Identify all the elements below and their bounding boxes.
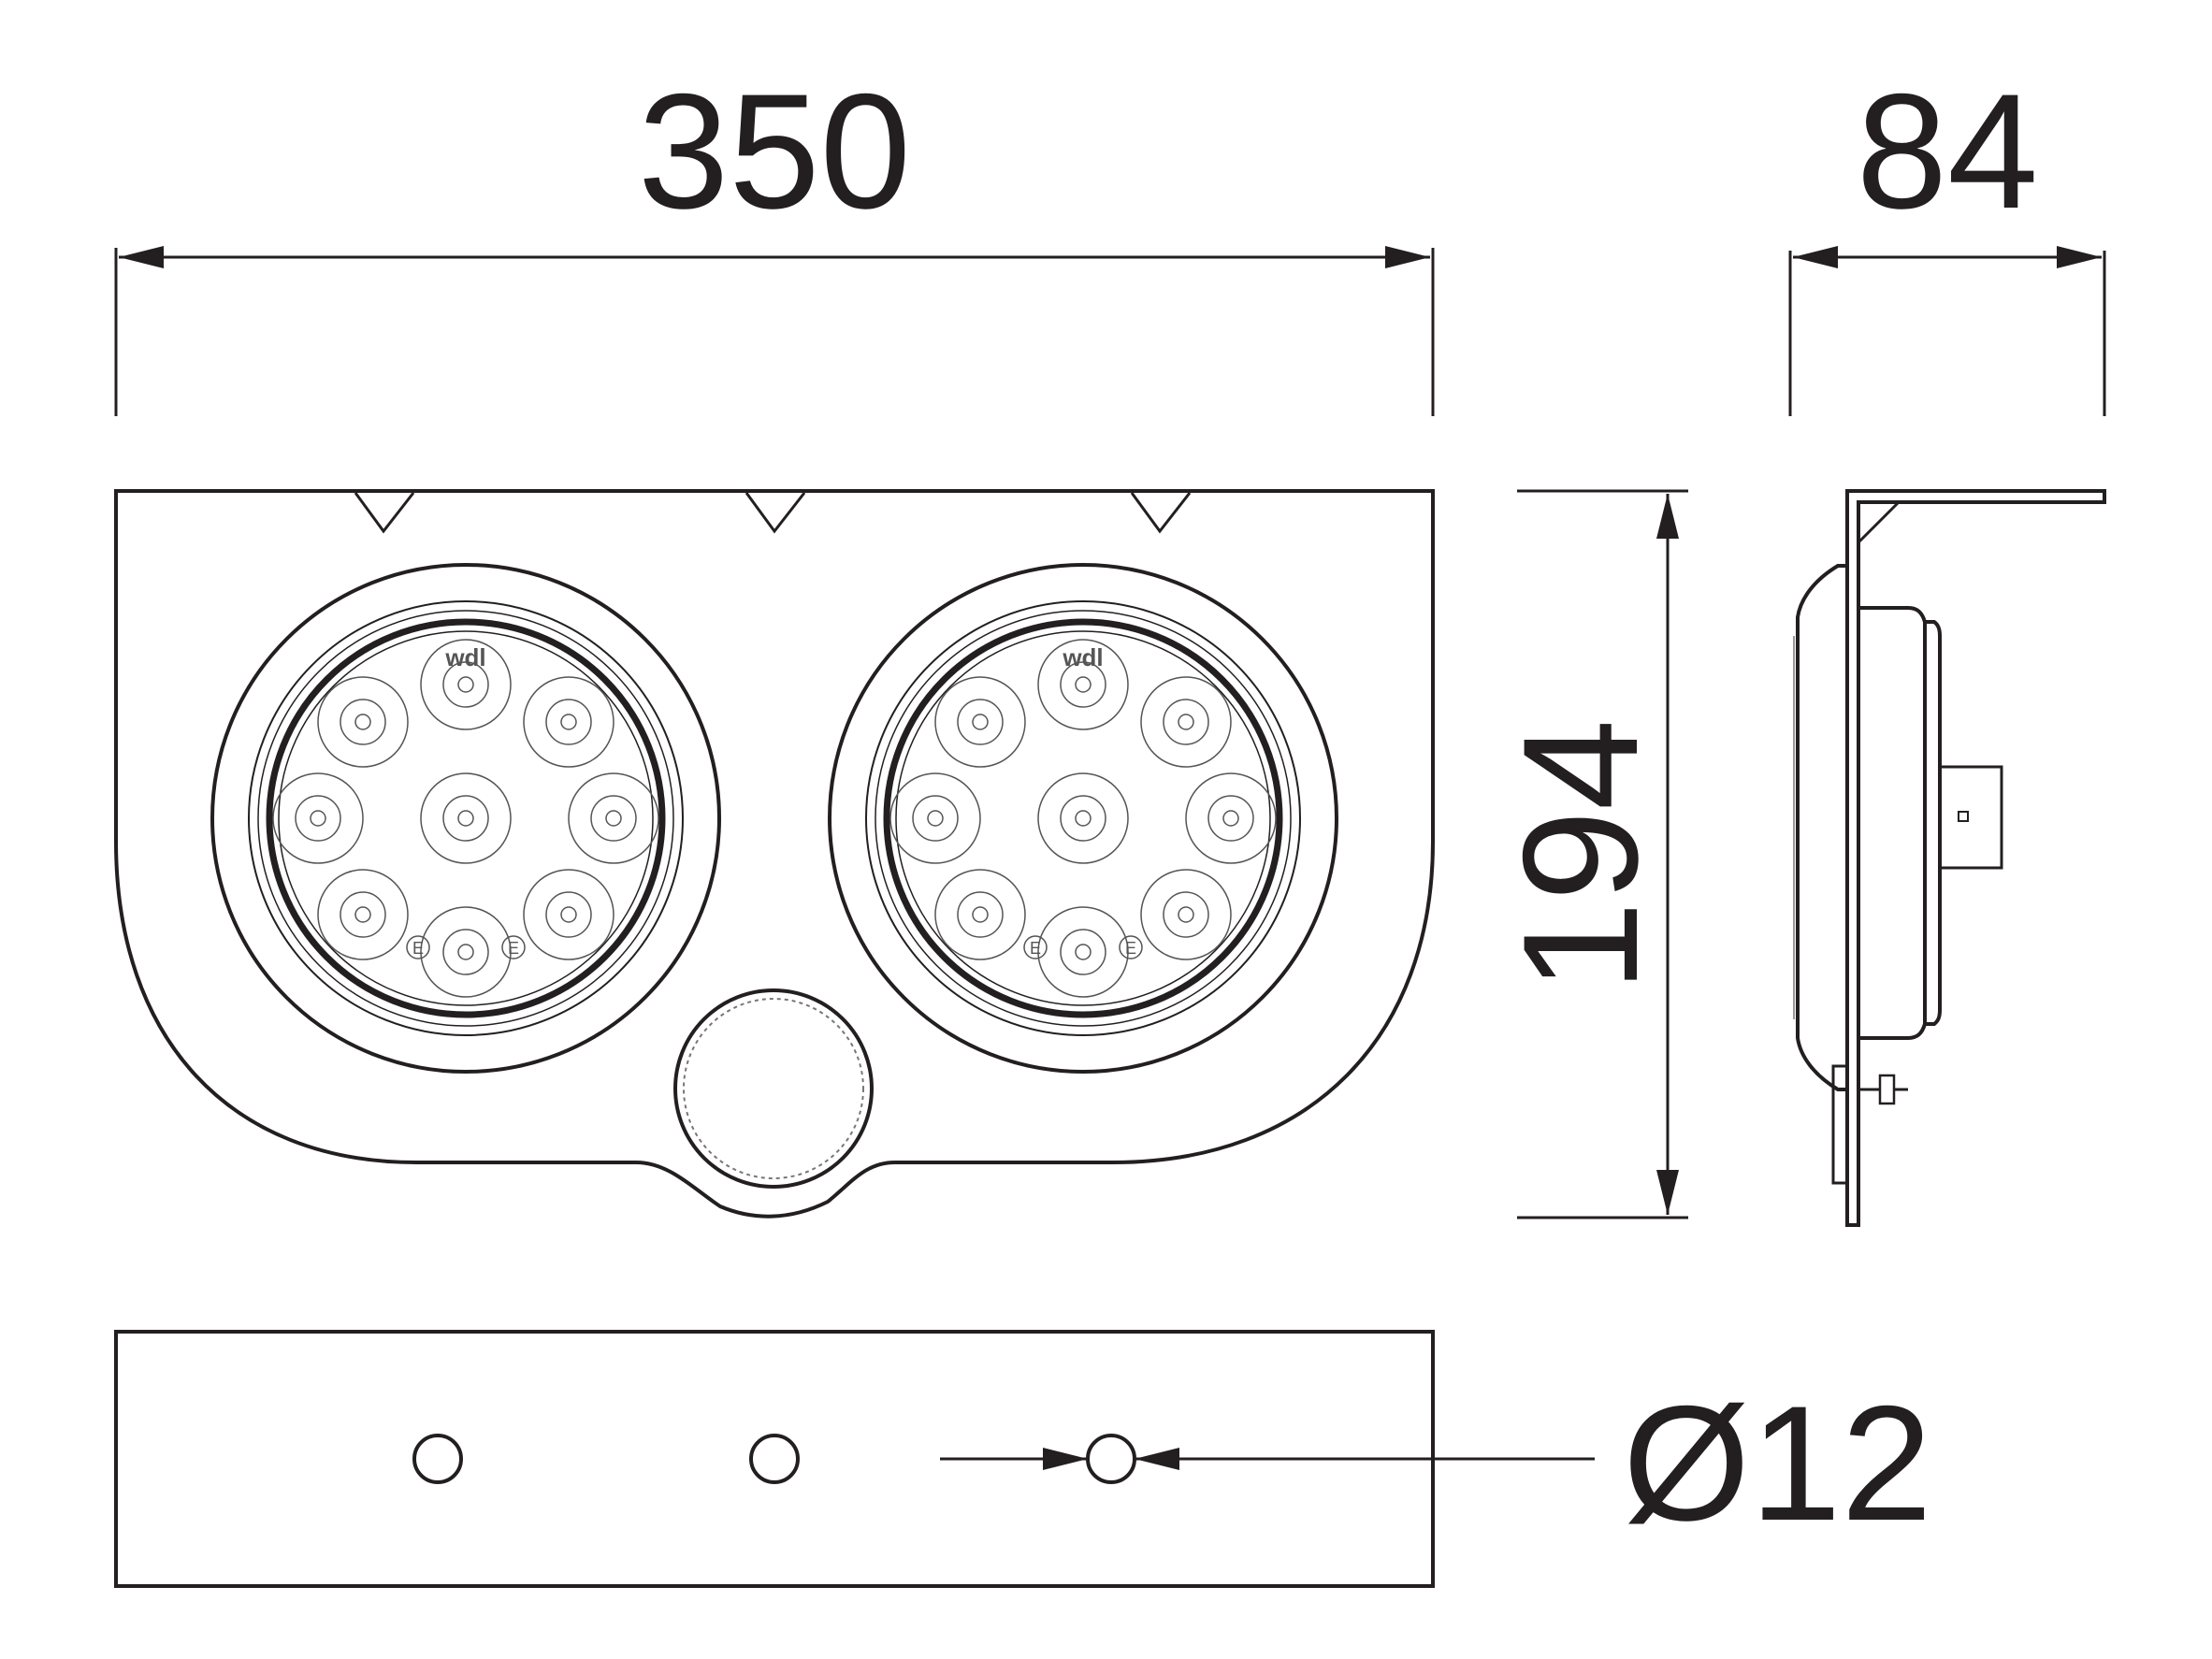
mounting-hole-right	[1086, 1434, 1136, 1484]
right-lamp-bezel	[828, 563, 1338, 1074]
top-notch-right	[1130, 492, 1192, 534]
height-label: 194	[1490, 719, 1672, 992]
left-lamp: wdl E E	[210, 563, 721, 1074]
left-lamp-emark-left	[406, 935, 430, 959]
mounting-hole-center	[749, 1434, 800, 1484]
height-dimension: 194	[1490, 489, 1688, 1219]
side-bolt	[1878, 1074, 1896, 1105]
depth-dimension: 84	[1788, 61, 2106, 416]
side-lower-flange	[1831, 1064, 1847, 1185]
side-view	[1793, 489, 2106, 1227]
right-lamp-logo: wdl	[1062, 643, 1103, 671]
right-lamp-ring-outer	[865, 600, 1301, 1036]
top-notch-center	[745, 492, 806, 534]
depth-label: 84	[1857, 61, 2039, 243]
side-connector	[1938, 765, 2003, 870]
housing-outline	[114, 489, 1435, 1219]
side-bracket	[1845, 489, 2106, 1227]
left-lamp-emark-right	[501, 935, 526, 959]
bottom-view: Ø12	[114, 1330, 1932, 1588]
left-lamp-lens-rim	[266, 618, 666, 1018]
side-lens-profile	[1796, 564, 1847, 1091]
right-lamp-led-array	[889, 639, 1277, 998]
hole-diameter-label: Ø12	[1623, 1373, 1932, 1555]
width-label: 350	[638, 61, 911, 243]
width-dimension: 350	[114, 61, 1435, 416]
left-lamp-bezel	[210, 563, 721, 1074]
front-view: wdl E E wdl	[114, 489, 1435, 1219]
right-lamp-emark-right	[1119, 935, 1143, 959]
svg-text:E: E	[508, 939, 519, 958]
svg-text:E: E	[1030, 939, 1041, 958]
right-lamp-emark-left	[1023, 935, 1048, 959]
top-notch-left	[354, 492, 415, 534]
right-lamp: wdl E E	[828, 563, 1338, 1074]
bottom-round-lamp	[673, 988, 874, 1189]
left-lamp-led-array	[272, 639, 659, 998]
svg-text:E: E	[1125, 939, 1136, 958]
svg-text:E: E	[412, 939, 424, 958]
left-lamp-logo: wdl	[444, 643, 485, 671]
mounting-hole-left	[412, 1434, 463, 1484]
right-lamp-lens-rim	[883, 618, 1283, 1018]
side-lamp-body	[1858, 606, 1927, 1040]
left-lamp-ring-outer	[248, 600, 684, 1036]
